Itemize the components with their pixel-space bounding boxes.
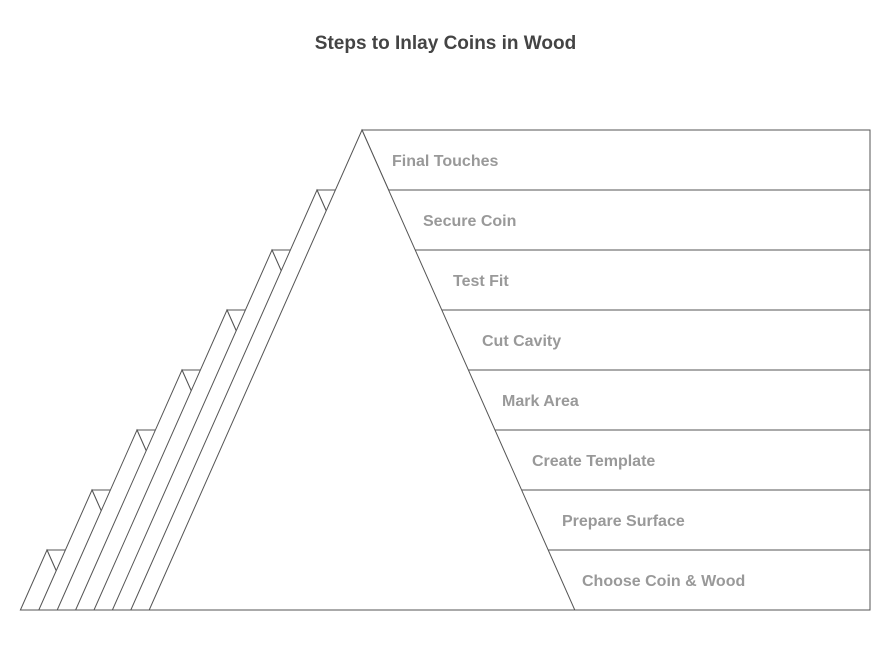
step-label: Secure Coin xyxy=(423,213,516,230)
step-label: Cut Cavity xyxy=(482,333,561,350)
step-label: Choose Coin & Wood xyxy=(582,573,745,590)
step-label: Final Touches xyxy=(392,153,498,170)
step-label: Prepare Surface xyxy=(562,513,685,530)
step-label: Create Template xyxy=(532,453,655,470)
step-label: Mark Area xyxy=(502,393,579,410)
diagram-title: Steps to Inlay Coins in Wood xyxy=(314,33,577,54)
step-label: Test Fit xyxy=(453,273,509,290)
